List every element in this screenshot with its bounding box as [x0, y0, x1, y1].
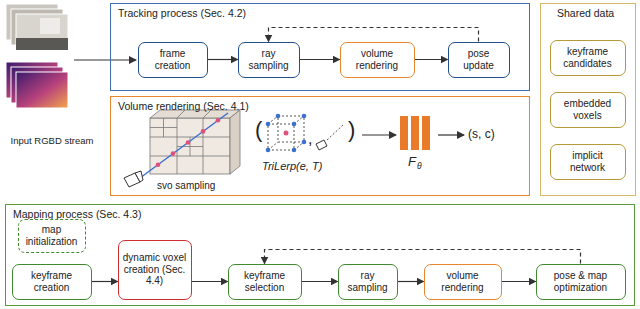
camera-icon	[124, 171, 143, 187]
flow-arrow	[398, 281, 424, 282]
network-icon	[400, 116, 430, 150]
box-label: keyframe selection	[232, 270, 298, 293]
camera-lens	[135, 171, 143, 182]
flow-arrow	[208, 59, 238, 60]
box-label: pose update	[452, 48, 506, 71]
corner-dot	[266, 148, 271, 153]
box-label: pose & map optimization	[540, 270, 622, 293]
output-label: (s, c)	[468, 128, 495, 141]
corner-dot	[292, 122, 297, 127]
photo-detail	[16, 38, 68, 50]
process-box: ray sampling	[338, 264, 398, 300]
data-box: keyframe candidates	[550, 40, 626, 76]
process-box: frame creation	[138, 42, 208, 78]
flow-arrow	[438, 134, 464, 135]
box-label: embedded voxels	[554, 98, 622, 121]
process-box: pose update	[448, 42, 510, 78]
network-label: F	[408, 155, 416, 169]
data-group: Shared data keyframe candidates embedded v…	[540, 3, 636, 196]
feedback-arrow	[265, 250, 581, 264]
tuple-separator: ,	[308, 130, 312, 148]
process-box: ray sampling	[238, 42, 300, 78]
corner-dot	[292, 148, 297, 153]
network-layer	[400, 116, 408, 150]
cube-edge	[268, 124, 294, 150]
sample-point	[216, 118, 221, 123]
process-box: pose & map optimization	[536, 264, 626, 300]
corner-dot	[302, 140, 307, 145]
sample-point	[201, 129, 206, 134]
process-box: dynamic voxel creation (Sec. 4.4)	[118, 240, 192, 300]
voxel-grid	[150, 127, 177, 128]
sample-points	[156, 118, 221, 167]
box-label: keyframe creation	[16, 270, 88, 293]
box-label: volume rendering	[428, 270, 498, 293]
ray	[140, 113, 228, 178]
box-label: keyframe candidates	[554, 46, 622, 69]
input-depth	[6, 62, 68, 108]
network-layer	[411, 116, 419, 150]
voxel-grid	[177, 118, 178, 174]
box-label: dynamic voxel creation (Sec. 4.4)	[122, 252, 188, 287]
box-label: frame creation	[142, 48, 204, 71]
tuple-bracket: (	[255, 118, 262, 142]
feedback-arrow	[269, 28, 479, 42]
box-label: ray sampling	[342, 270, 394, 293]
input-label: Input RGBD stream	[4, 136, 100, 146]
flow-arrow	[300, 59, 340, 60]
illustration-label: svo sampling	[157, 180, 215, 191]
process-box: map initialization	[18, 219, 86, 253]
flow-arrow	[415, 59, 448, 60]
box-label: implicit network	[554, 150, 622, 173]
network-subscript: θ	[417, 162, 422, 171]
view-ray-icon	[316, 124, 344, 150]
trilerp-cube-icon	[266, 114, 307, 153]
depth-image	[16, 72, 68, 108]
svo-illustration	[150, 110, 240, 174]
view-direction	[327, 124, 344, 140]
input-arrow	[74, 59, 136, 60]
box-label: ray sampling	[242, 48, 296, 71]
cube-edge	[278, 116, 304, 142]
corner-dot	[276, 114, 281, 119]
photo	[16, 14, 68, 50]
corner-dot	[302, 114, 307, 119]
corner-dot	[266, 122, 271, 127]
box-label: volume rendering	[344, 48, 411, 71]
process-group: Mapping process (Sec. 4.3)map initializa…	[5, 204, 635, 306]
sample-point	[186, 140, 191, 145]
camera-body	[316, 140, 327, 150]
flow-arrow	[502, 281, 536, 282]
sample-point	[171, 151, 176, 156]
voxel-grid	[150, 118, 230, 174]
voxel-grid	[203, 118, 204, 174]
data-box: implicit network	[550, 144, 626, 180]
box-label: map initialization	[22, 224, 82, 247]
input-photos	[6, 4, 68, 50]
group-title: Tracking process (Sec. 4.2)	[118, 7, 246, 19]
voxel-grid	[230, 110, 240, 174]
network-layer	[422, 116, 430, 150]
process-group: Tracking process (Sec. 4.2) frame creatio…	[110, 3, 530, 91]
group-title: Shared data	[557, 7, 614, 19]
voxel-grid	[177, 146, 203, 147]
data-box: embedded voxels	[550, 92, 626, 128]
flow-arrow	[362, 134, 396, 135]
tuple-bracket: )	[348, 118, 355, 142]
process-box: volume rendering	[340, 42, 415, 78]
group-title: Volume rendering (Sec. 4.1)	[118, 100, 249, 112]
flow-arrow	[92, 281, 118, 282]
sample-point	[156, 162, 161, 167]
process-box: volume rendering	[424, 264, 502, 300]
process-box: keyframe selection	[228, 264, 302, 300]
sample-point	[284, 131, 289, 136]
photo-detail	[40, 18, 60, 34]
function-label: TriLerp(e, T)	[262, 160, 322, 172]
flow-arrow	[302, 281, 338, 282]
flow-arrow	[192, 281, 228, 282]
process-box: keyframe creation	[12, 264, 92, 300]
